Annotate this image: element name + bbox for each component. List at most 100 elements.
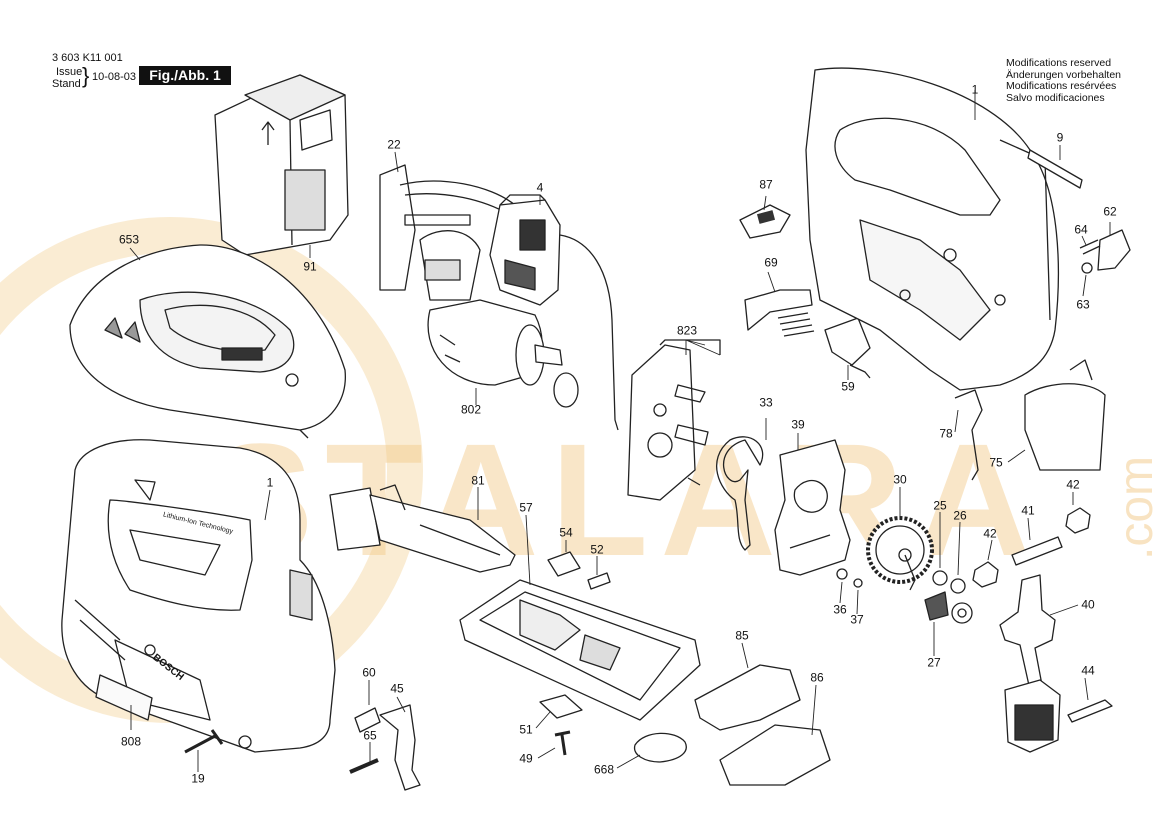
plunger-81 (329, 484, 516, 573)
part-label: 30 (893, 472, 907, 487)
block-54 (547, 551, 581, 577)
sleeve-75 (1024, 359, 1106, 471)
spring-clip-33 (715, 436, 764, 551)
base-plate-57 (459, 579, 701, 721)
part-label: 85 (735, 628, 749, 643)
mod-line-es: Salvo modificaciones (1006, 91, 1105, 104)
part-label: 62 (1103, 204, 1117, 219)
part-label: 41 (1021, 503, 1035, 518)
part-label: 653 (118, 232, 140, 247)
part-label: 25 (933, 498, 947, 513)
part-label: 52 (590, 542, 604, 557)
part-label: 39 (791, 417, 805, 432)
part-label: 9 (1056, 130, 1064, 145)
part-label: 65 (363, 728, 377, 743)
bracket-40 (999, 574, 1056, 691)
part-label: 49 (519, 751, 533, 766)
figure-label: Fig./Abb. 1 (139, 66, 231, 85)
part-label: 60 (362, 665, 376, 680)
washer-26 (950, 578, 966, 594)
screw-19 (184, 729, 224, 754)
part-label: 1 (971, 82, 979, 97)
part-label: 19 (191, 771, 205, 786)
washer-25 (932, 570, 948, 586)
gear-plate-823 (627, 339, 721, 501)
pin-44 (1067, 699, 1113, 723)
guard-59 (824, 317, 871, 366)
label-strip-808 (95, 674, 153, 721)
latch-69 (744, 289, 815, 337)
part-label: 81 (471, 473, 485, 488)
part-label: 78 (939, 426, 953, 441)
mod-line-de: Änderungen vorbehalten (1006, 68, 1122, 81)
part-label: 668 (593, 762, 615, 777)
block-52 (587, 572, 611, 590)
switch-4 (489, 194, 619, 431)
stand-label: Stand (52, 78, 81, 90)
part-label: 26 (953, 508, 967, 523)
spring-64 (1079, 239, 1101, 255)
part-label: 44 (1081, 663, 1095, 678)
washer-37 (853, 578, 863, 588)
knob-62 (1097, 229, 1131, 271)
part-label: 75 (989, 455, 1003, 470)
plate-51 (539, 694, 583, 719)
main-housing-1 (805, 67, 1060, 391)
part-number: 3 603 K11 001 (52, 52, 123, 64)
bolt-41 (1011, 536, 1063, 566)
part-label: 54 (559, 525, 573, 540)
part-label: 4 (536, 180, 544, 195)
clip-60 (354, 707, 381, 733)
leader-lines (129, 90, 1111, 772)
spring-wire-78 (954, 389, 983, 481)
watermark-suffix: .com (1110, 456, 1163, 560)
part-label: 91 (303, 259, 317, 274)
part-label: 57 (519, 500, 533, 515)
pin-65 (349, 758, 379, 774)
motor-802 (427, 299, 579, 408)
part-label: 42 (983, 526, 997, 541)
pin-63 (1081, 262, 1093, 274)
brace: } (82, 63, 90, 88)
part-label: 40 (1081, 597, 1095, 612)
part-label: 51 (519, 722, 533, 737)
part-label: 86 (810, 670, 824, 685)
guide-plate-39 (774, 439, 851, 576)
foot-86 (719, 724, 831, 786)
part-label: 823 (676, 323, 698, 338)
part-label: 37 (850, 612, 864, 627)
part-label: 22 (387, 137, 401, 152)
part-label: 59 (841, 379, 855, 394)
modifications-note: Modifications reserved Änderungen vorbeh… (1006, 57, 1122, 104)
gear-30 (866, 516, 934, 591)
part-label: 33 (759, 395, 773, 410)
battery-pack-91 (214, 74, 349, 256)
charger-653 (69, 244, 346, 439)
part-label: 36 (833, 602, 847, 617)
part-label: 45 (390, 681, 404, 696)
nut-42b (1065, 507, 1091, 534)
part-label: 69 (764, 255, 778, 270)
part-label: 1 (266, 475, 274, 490)
part-label: 27 (927, 655, 941, 670)
knob-668 (633, 732, 687, 763)
strip-9 (1027, 149, 1083, 189)
adapter (1004, 679, 1061, 753)
part-label: 802 (460, 402, 482, 417)
screw-49 (554, 730, 571, 756)
issue-date: 10-08-03 (92, 71, 137, 83)
nut-42a (972, 561, 999, 588)
housing-shell (61, 439, 336, 753)
lever-45 (379, 704, 421, 791)
part-label: 64 (1074, 222, 1088, 237)
washer-36 (836, 568, 848, 580)
part-label: 63 (1076, 297, 1090, 312)
part-label: 42 (1066, 477, 1080, 492)
motor-assembly (379, 164, 516, 301)
mod-line-fr: Modifications resérvées (1006, 80, 1117, 93)
issue-label: Issue (56, 66, 83, 78)
part-label: 808 (120, 734, 142, 749)
part-85 (694, 664, 801, 731)
